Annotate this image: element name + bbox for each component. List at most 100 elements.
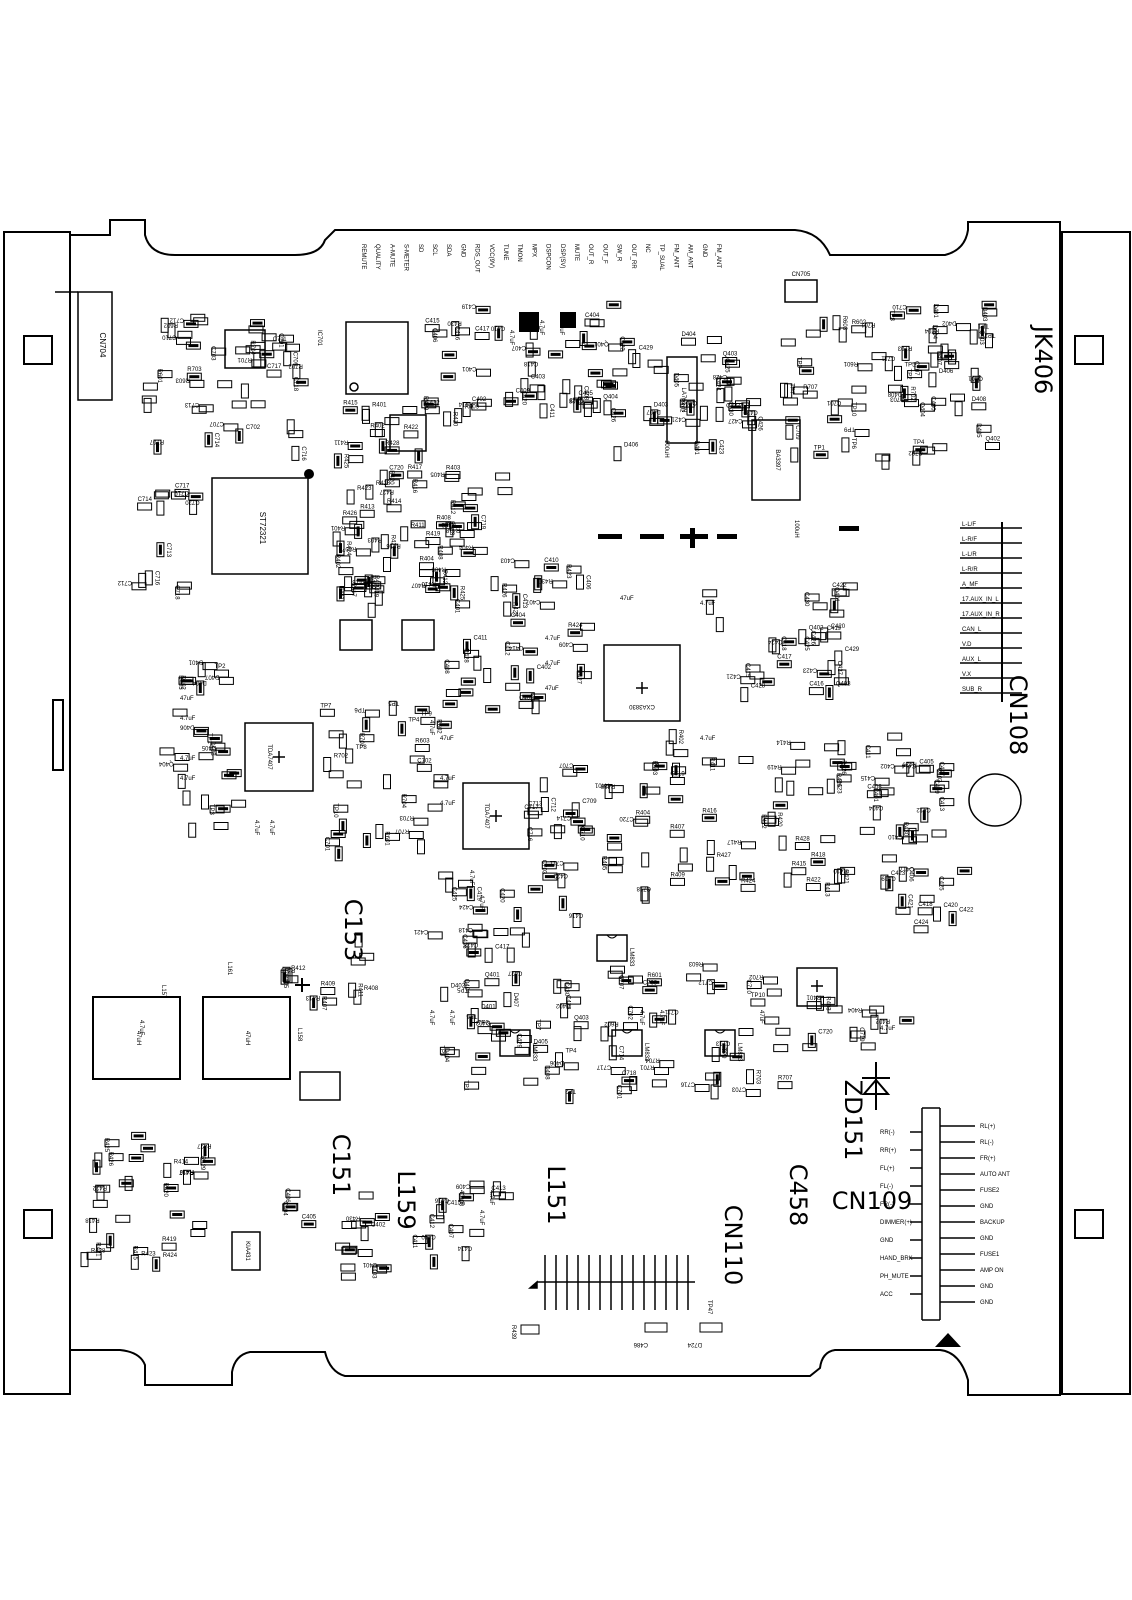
smd-pad bbox=[161, 1242, 177, 1251]
smd-pad bbox=[560, 1003, 569, 1019]
component-ref: R601 bbox=[647, 973, 662, 979]
component-ref: R429 bbox=[902, 760, 917, 766]
smd-pad bbox=[749, 671, 765, 680]
smd-pad bbox=[685, 418, 701, 427]
smd-pad bbox=[449, 522, 465, 531]
smd-pad bbox=[978, 323, 987, 339]
component-ref: R423 bbox=[141, 1251, 156, 1257]
component-ref: TP2 bbox=[906, 369, 912, 381]
component-ref: R404 bbox=[420, 557, 435, 563]
component-ref: C405 bbox=[302, 1215, 317, 1221]
component-ref: C429 bbox=[845, 647, 860, 653]
smd-pad bbox=[780, 382, 788, 398]
component-ref: R422 bbox=[92, 1184, 107, 1190]
smd-pad bbox=[722, 357, 738, 365]
smd-pad bbox=[920, 403, 935, 412]
smd-pad bbox=[466, 886, 475, 902]
smd-pad bbox=[235, 346, 251, 355]
component-ref: D403 bbox=[654, 403, 669, 409]
smd-pad bbox=[559, 392, 568, 408]
top-pin-label: NC bbox=[644, 244, 650, 253]
component-ref: R421 bbox=[843, 869, 849, 884]
smd-pad bbox=[740, 687, 749, 703]
smd-pad bbox=[612, 368, 628, 377]
cn108-pin-label: 17.AUX_IN_R bbox=[962, 612, 1000, 618]
smd-pad bbox=[163, 1162, 172, 1178]
smd-pad bbox=[348, 455, 364, 464]
smd-fill bbox=[839, 765, 850, 768]
smd-pad bbox=[516, 1035, 532, 1043]
smd-pad bbox=[750, 998, 766, 1007]
smd-pad bbox=[221, 771, 237, 780]
smd-pad bbox=[412, 1236, 428, 1244]
smd-fill bbox=[350, 444, 361, 448]
smd-pad bbox=[505, 642, 521, 651]
component-ref: C717 bbox=[267, 364, 282, 370]
smd-pad bbox=[671, 766, 687, 775]
value-label: 4.7uF bbox=[545, 661, 561, 667]
smd-pad bbox=[186, 372, 202, 381]
component-ref: D405 bbox=[534, 1039, 549, 1045]
smd-pad bbox=[332, 531, 341, 547]
smd-pad bbox=[505, 391, 514, 407]
component-ref: C417 bbox=[475, 327, 490, 333]
component-ref: D407 bbox=[936, 351, 942, 366]
smd-pad bbox=[681, 337, 696, 346]
smd-fill bbox=[181, 679, 191, 683]
smd-fill bbox=[652, 411, 656, 422]
smd-fill bbox=[156, 442, 159, 453]
smd-fill bbox=[689, 403, 692, 414]
component-ref: C707 bbox=[209, 420, 224, 426]
smd-pad bbox=[226, 769, 242, 778]
smd-pad bbox=[579, 827, 595, 836]
smd-pad bbox=[365, 484, 374, 500]
component-ref: C709 bbox=[292, 352, 298, 367]
smd-pad bbox=[982, 308, 998, 317]
smd-pad bbox=[527, 885, 543, 894]
component-ref: C703 bbox=[889, 396, 904, 402]
smd-pad bbox=[250, 400, 266, 409]
smd-pad bbox=[280, 969, 289, 985]
smd-pad bbox=[724, 386, 733, 402]
component-ref: C422 bbox=[553, 872, 568, 878]
label-cn704: CN704 bbox=[98, 333, 107, 358]
smd-fill bbox=[582, 333, 586, 344]
smd-fill bbox=[959, 869, 970, 873]
smd-pad bbox=[957, 866, 973, 875]
smd-pad bbox=[410, 520, 426, 529]
component-ref: R418 bbox=[85, 1216, 100, 1222]
component-ref: C428 bbox=[712, 373, 727, 379]
component-ref: C430 bbox=[727, 402, 733, 417]
cn109-right-label: FUSE2 bbox=[980, 1188, 1000, 1194]
big-labels: JK406 CN108 CN109 CN110 C153 C151 L159 L… bbox=[327, 324, 1057, 1286]
smd-pad bbox=[390, 543, 399, 559]
smd-pad bbox=[378, 438, 387, 454]
cn109-body bbox=[921, 1107, 941, 1321]
smd-pad bbox=[577, 825, 593, 834]
smd-pad bbox=[293, 378, 309, 387]
smd-pad bbox=[420, 716, 436, 725]
smd-pad bbox=[610, 1067, 626, 1075]
smd-pad bbox=[455, 327, 470, 336]
component-ref: C408 bbox=[583, 386, 589, 401]
top-pin-label: TP_SUAL bbox=[658, 244, 664, 271]
smd-pad bbox=[771, 639, 780, 655]
smd-pad bbox=[748, 415, 757, 431]
component-ref: R707 bbox=[149, 438, 164, 444]
component-ref: TP10 bbox=[751, 993, 766, 999]
top-pin-label: SD bbox=[417, 244, 423, 253]
smd-pad bbox=[409, 755, 425, 764]
smd-pad bbox=[915, 765, 931, 774]
smd-pad bbox=[285, 1189, 301, 1198]
component-ref: R430 bbox=[447, 320, 462, 326]
smd-fill bbox=[400, 723, 404, 734]
smd-pad bbox=[449, 538, 465, 547]
smd-pad bbox=[445, 569, 461, 577]
smd-pad bbox=[440, 372, 456, 381]
smd-pad bbox=[210, 742, 226, 751]
inductor-l157 bbox=[92, 996, 181, 1080]
smd-pad bbox=[563, 809, 578, 818]
component-ref: C423 bbox=[717, 440, 723, 455]
smd-pad bbox=[285, 343, 300, 352]
